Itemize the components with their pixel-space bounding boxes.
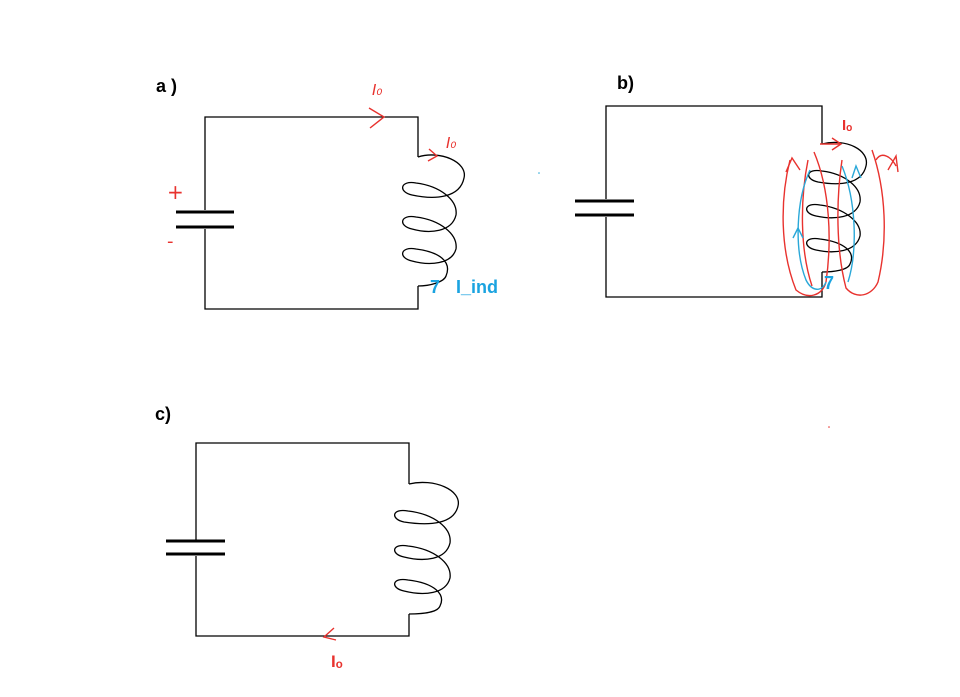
panel-b-field-loop-1	[782, 151, 830, 297]
panel-c-current-arrow	[322, 627, 337, 641]
panel-a-inductor-coil	[402, 154, 465, 287]
panel-a-top-wire	[204, 116, 419, 210]
panel-b-blue-loop-1	[797, 169, 827, 290]
stray-dot	[538, 172, 540, 174]
panel-c-label: c)	[155, 404, 171, 424]
panel-b-label: b)	[617, 73, 634, 93]
panel-a-induced-arrow: 7	[430, 277, 440, 297]
panel-b-blue-mark: 7	[824, 273, 834, 293]
panel-c-bottom-wire	[195, 556, 410, 637]
panel-b-current-arrow-head	[831, 137, 843, 151]
panel-b-field-arrow-2	[875, 153, 899, 173]
panel-c: c) Iₒ	[155, 404, 459, 671]
panel-b-current-label: Iₒ	[842, 117, 852, 134]
panel-b-field-arrow-1	[785, 156, 801, 173]
panel-b-blue-arrow-1	[792, 226, 804, 239]
panel-b-field-loop-3	[801, 159, 813, 287]
panel-a-current-coil-label: I₀	[446, 134, 456, 152]
panel-a-current-top-arrow	[368, 107, 386, 129]
panel-c-top-wire	[195, 442, 410, 540]
panel-a-induced-label: I_ind	[456, 277, 498, 297]
panel-c-current-label: Iₒ	[331, 652, 343, 671]
panel-a-bottom-wire	[204, 229, 419, 310]
panel-b-bottom-wire	[605, 217, 823, 298]
panel-b: b) Iₒ 7	[538, 73, 899, 428]
panel-b-top-wire	[605, 105, 823, 199]
panel-c-inductor-coil	[394, 481, 459, 615]
panel-a-minus-sign: -	[167, 231, 174, 252]
panel-b-inductor-coil	[806, 141, 867, 273]
panel-a-current-top-label: I₀	[372, 81, 382, 99]
panel-b-blue-arrow-2	[851, 164, 862, 179]
panel-a-plus-sign: +	[167, 180, 184, 204]
panel-b-field-loop-2	[837, 149, 885, 296]
panel-a-current-coil-arrow	[427, 148, 439, 162]
panel-b-blue-loop-2	[841, 165, 855, 283]
panel-a: a ) + - I₀ I₀ 7 I_ind	[156, 76, 498, 310]
panel-a-label: a )	[156, 76, 177, 96]
stray-dot	[828, 426, 830, 428]
